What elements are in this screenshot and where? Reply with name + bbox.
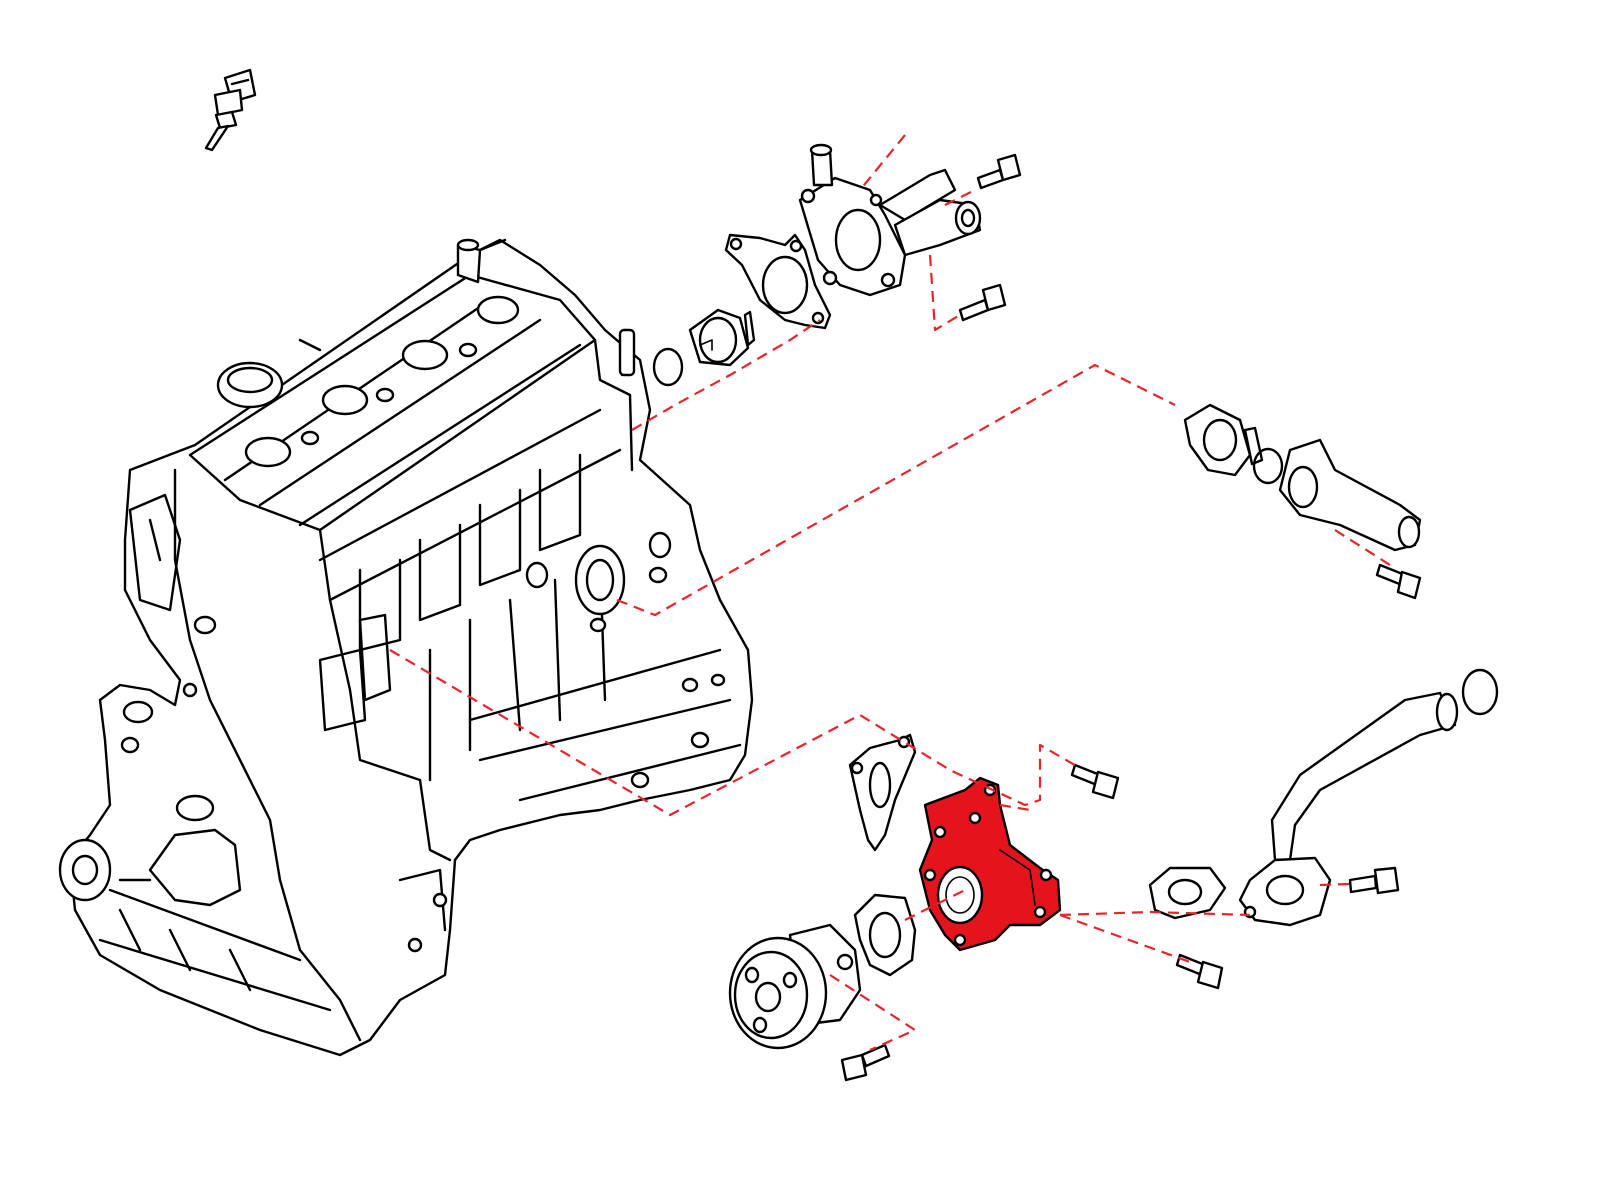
water-pump-pulley [728,936,828,1050]
bolt [1070,763,1120,800]
thermostat [688,308,756,367]
pipe-gasket [1148,866,1227,920]
o-ring [652,347,684,387]
bolt [1348,866,1400,895]
thermostat [1183,403,1264,477]
bolt [958,283,1007,322]
water-inlet-pipe [1238,691,1459,927]
bolt [976,153,1022,190]
water-pump-housing [918,776,1062,952]
leader-lines [389,134,1391,1052]
water-pump-gasket [853,893,917,977]
engine-block [58,238,754,1057]
thermostat-gasket [724,233,832,330]
coolant-outlet-pipe [1278,438,1422,552]
bolt [1375,563,1422,600]
bolt [840,1043,891,1082]
coolant-temperature-sensor [204,68,257,152]
bracket-gasket [848,733,917,852]
o-ring [1252,447,1284,485]
thermostat-housing [798,143,982,297]
o-ring [1461,668,1499,716]
